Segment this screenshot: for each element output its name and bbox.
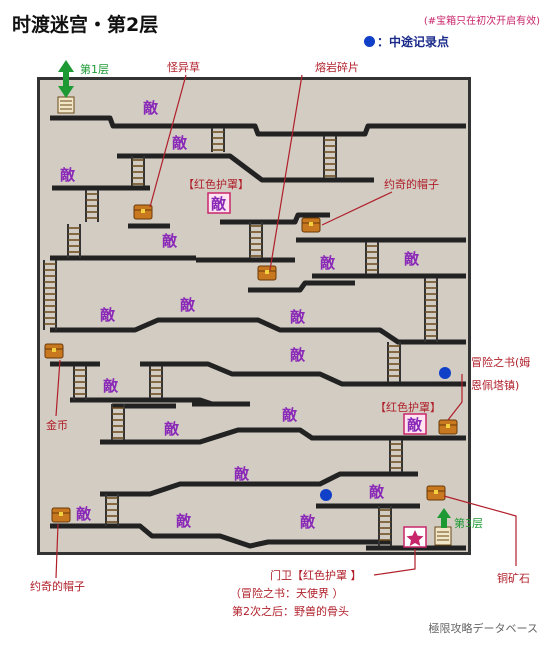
ladder [424,278,438,342]
watermark: 極限攻略データベース [428,622,538,635]
enemy-label: 敵 [320,254,336,272]
ladder [149,366,163,398]
enemy-label: 敵 [143,99,159,117]
hat-bottom-label: 约奇的帽子 [30,579,85,593]
enemy-label: 敵 [404,250,420,268]
platform [100,471,418,497]
guaiyi-label: 怪异草 [167,60,200,74]
platform [220,212,330,225]
ladder [85,190,99,222]
enemy-label: 敵 [103,377,119,395]
enemy-label: 敵 [172,134,188,152]
red-mask-mid-label: 【红色护罩】 [375,400,441,414]
ladder [111,404,125,440]
callout-line [443,495,517,566]
ladder [211,128,225,152]
gate-label-1: 门卫【红色护罩 】 [270,568,362,582]
platform [140,361,466,387]
ladder [105,494,119,526]
enemy-label: 敵 [282,406,298,424]
hat-top-label: 约奇的帽子 [384,177,439,191]
platform [50,523,392,549]
treasure-chest-icon [257,265,277,281]
ladder [387,342,401,382]
callout-line [55,523,59,579]
enemy-label: 敵 [290,308,306,326]
gold-label: 金币 [46,418,68,432]
book-label-2: 恩佩塔镇) [471,378,519,392]
gate-label-3: 第2次之后：野兽的骨头 [232,604,349,618]
save-point-icon [320,489,332,501]
callout-line [447,374,463,421]
platform [70,397,250,407]
platform [100,427,466,445]
enemy-label: 敵 [100,306,116,324]
ladder [323,136,337,178]
green-arrow-icon [58,60,74,98]
enemy-label: 敵 [60,166,76,184]
enemy-label: 敵 [290,346,306,364]
callout-line [55,359,61,417]
enemy-label: 敵 [164,420,180,438]
enemy-label: 敵 [369,483,385,501]
platform [50,115,466,137]
enemy-label: 敵 [176,512,192,530]
stairs-up-icon[interactable] [57,96,75,114]
ladder [389,440,403,472]
platform [248,280,355,293]
enemy-label: 敵 [211,195,227,213]
copper-label: 铜矿石 [497,571,530,585]
red-mask-top-label: 【红色护罩】 [183,177,249,191]
enemy-label: 敵 [234,465,250,483]
legend: ：中途记录点 [364,33,449,50]
legend-label: ：中途记录点 [377,35,450,49]
callout-line [373,549,416,576]
gate-label-2: （冒险之书：天使界 ） [230,586,344,600]
chests [44,204,458,523]
save-point-icon [439,367,451,379]
red-mask-enemy: 敵 [403,413,427,435]
stairs-down-icon[interactable] [434,526,452,546]
ladder [131,156,145,186]
treasure-chest-icon [51,507,71,523]
ladder [378,506,392,546]
ladder [67,224,81,258]
ladder [249,222,263,258]
platform [50,317,466,345]
chest-note: (#宝箱只在初次开启有效) [423,16,540,27]
treasure-chest-icon [133,204,153,220]
callout-line [321,191,393,226]
floor3-label: 第3层 [454,516,483,530]
ladder [43,260,57,330]
enemy-label: 敵 [76,505,92,523]
boss-star-icon [403,526,427,548]
callout-line [149,74,187,208]
page-title: 时渡迷宫・第2层 [12,14,159,36]
red-mask-enemy: 敵 [207,192,231,214]
enemy-label: 敵 [180,296,196,314]
platform [117,153,374,183]
book-label-1: 冒险之书(姆 [471,355,530,369]
save-point-icon [364,36,375,47]
enemy-label: 敵 [162,232,178,250]
treasure-chest-icon [301,217,321,233]
floor1-label: 第1层 [80,62,109,76]
save-points [320,367,451,501]
ladders [43,128,438,546]
callout-line [269,74,303,271]
platforms [50,115,466,551]
green-arrow-icon [437,508,451,528]
ladder [73,366,87,400]
callout-lines [55,74,517,579]
rongyan-label: 熔岩碎片 [315,60,359,74]
ladder [365,242,379,274]
treasure-chest-icon [44,343,64,359]
enemy-label: 敵 [407,416,423,434]
treasure-chest-icon [426,485,446,501]
treasure-chest-icon [438,419,458,435]
enemy-label: 敵 [300,513,316,531]
enemies: 敵敵敵敵敵敵敵敵敵敵敵敵敵敵敵敵敵敵 [60,99,420,531]
